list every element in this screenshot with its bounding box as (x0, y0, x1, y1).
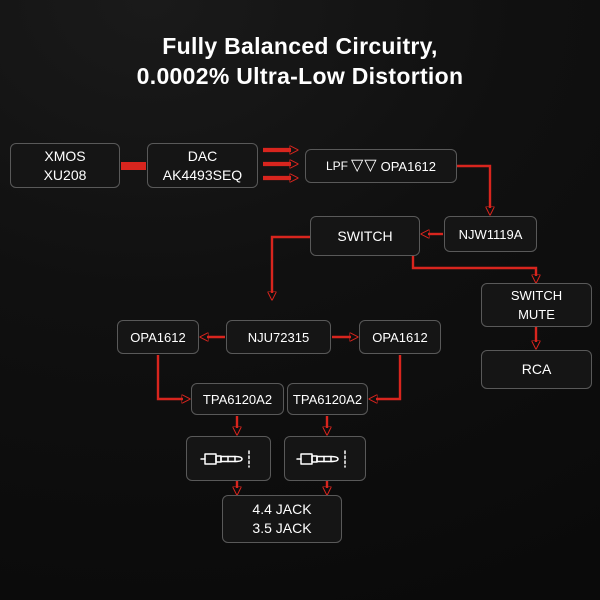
node-label: TPA6120A2 (292, 391, 363, 407)
node-label: DAC (187, 147, 218, 164)
trs-plug-icon (199, 449, 250, 468)
headphone-jack-icon-left (186, 436, 271, 481)
page-title: Fully Balanced Circuitry, 0.0002% Ultra-… (0, 31, 600, 91)
lpf-chip-label: OPA1612 (380, 158, 437, 174)
node-nju72315: NJU72315 (226, 320, 331, 354)
node-switch: SWITCH (310, 216, 420, 256)
node-label: OPA1612 (130, 329, 186, 345)
node-output-jacks: 4.4 JACK 3.5 JACK (222, 495, 342, 543)
arrow-opa-right-to-tpa-right (376, 355, 402, 399)
arrow-opa-left-to-tpa-left (156, 355, 183, 399)
node-dac-ak4493seq: DAC AK4493SEQ (147, 143, 258, 188)
node-label: OPA1612 (372, 329, 428, 345)
node-label: XMOS (44, 147, 86, 164)
node-label: TPA6120A2 (202, 391, 273, 407)
trs-plug-icon (296, 449, 346, 468)
node-label: NJW1119A (458, 226, 523, 242)
node-opa1612-left: OPA1612 (117, 320, 199, 354)
node-switch-mute: SWITCH MUTE (481, 283, 592, 327)
node-lpf-opa1612: LPF ▽ ▽ OPA1612 (305, 149, 457, 183)
node-rca: RCA (481, 350, 592, 389)
node-label: NJU72315 (247, 329, 310, 345)
node-njw1119a: NJW1119A (444, 216, 537, 252)
node-label: XU208 (43, 166, 87, 183)
arrow-switch-to-switch-mute (411, 256, 536, 276)
node-label: 4.4 JACK (252, 501, 312, 517)
node-label: MUTE (518, 307, 555, 322)
node-tpa6120a2-left: TPA6120A2 (191, 383, 284, 415)
arrow-switch-down-left (272, 235, 310, 293)
node-tpa6120a2-right: TPA6120A2 (287, 383, 368, 415)
node-opa1612-right: OPA1612 (359, 320, 441, 354)
arrow-lpf-to-njw1119a (457, 164, 490, 208)
node-label: 3.5 JACK (252, 520, 312, 536)
opamp-icon: ▽ (364, 157, 376, 174)
node-label: AK4493SEQ (162, 166, 243, 183)
headphone-jack-icon-right (284, 436, 366, 481)
title-line-2: 0.0002% Ultra-Low Distortion (136, 63, 464, 89)
node-label: SWITCH (510, 288, 563, 303)
opamp-icon: ▽ (350, 157, 363, 174)
node-label: SWITCH (337, 227, 393, 244)
lpf-label: LPF (325, 158, 348, 173)
title-line-1: Fully Balanced Circuitry, (162, 33, 438, 59)
node-label: RCA (521, 361, 552, 377)
node-xmos-xu208: XMOS XU208 (10, 143, 120, 188)
